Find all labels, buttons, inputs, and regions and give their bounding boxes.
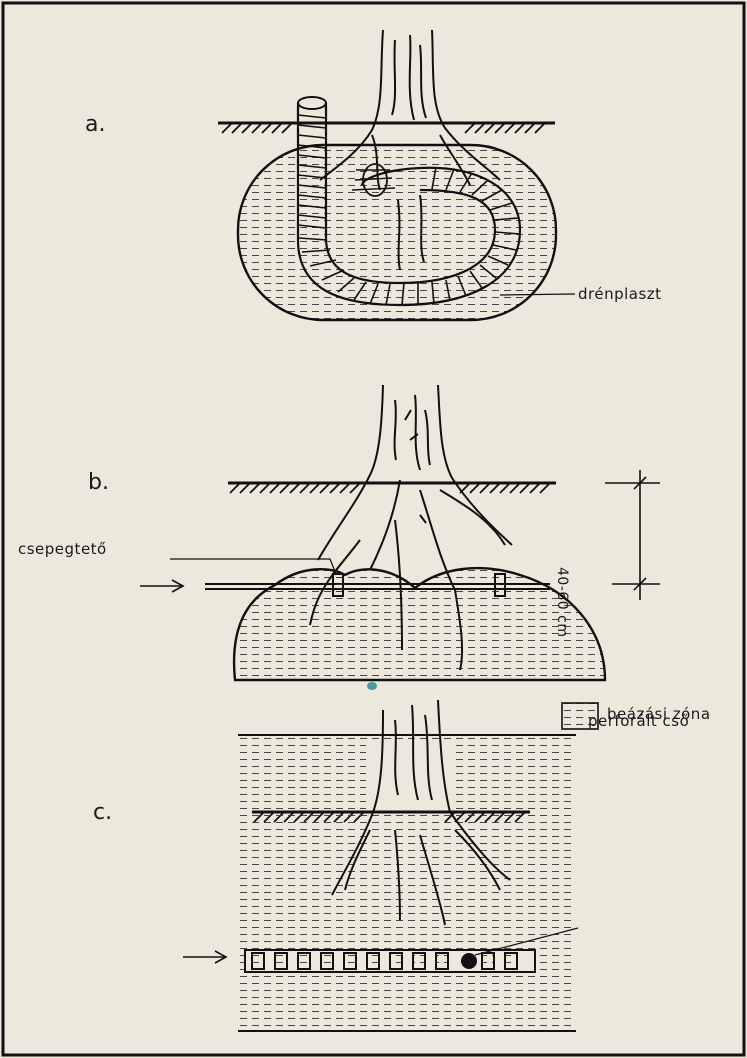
drenplaszt-label: drénplaszt — [578, 285, 662, 303]
panel-label-a: a. — [85, 112, 105, 137]
perforalt-cso-label: perforált cső — [588, 712, 689, 730]
panel-b — [140, 385, 660, 690]
csepegteto-label: csepegtető — [18, 540, 107, 558]
dripper-left — [333, 574, 343, 596]
panel-label-c: c. — [93, 800, 112, 825]
depth-range-label: 40-60 cm — [554, 567, 570, 637]
perforated-pipe-c — [245, 950, 535, 972]
inflow-arrow-b — [140, 580, 183, 592]
dripper-right — [495, 574, 505, 596]
panel-label-b: b. — [88, 470, 109, 495]
panel-a — [218, 30, 575, 320]
inflow-arrow-c — [183, 951, 226, 963]
ground-line-a — [218, 123, 555, 133]
depth-dimension — [605, 470, 660, 600]
ground-line-b — [228, 483, 556, 493]
ink-stain — [367, 682, 377, 690]
panel-c — [183, 700, 578, 1031]
